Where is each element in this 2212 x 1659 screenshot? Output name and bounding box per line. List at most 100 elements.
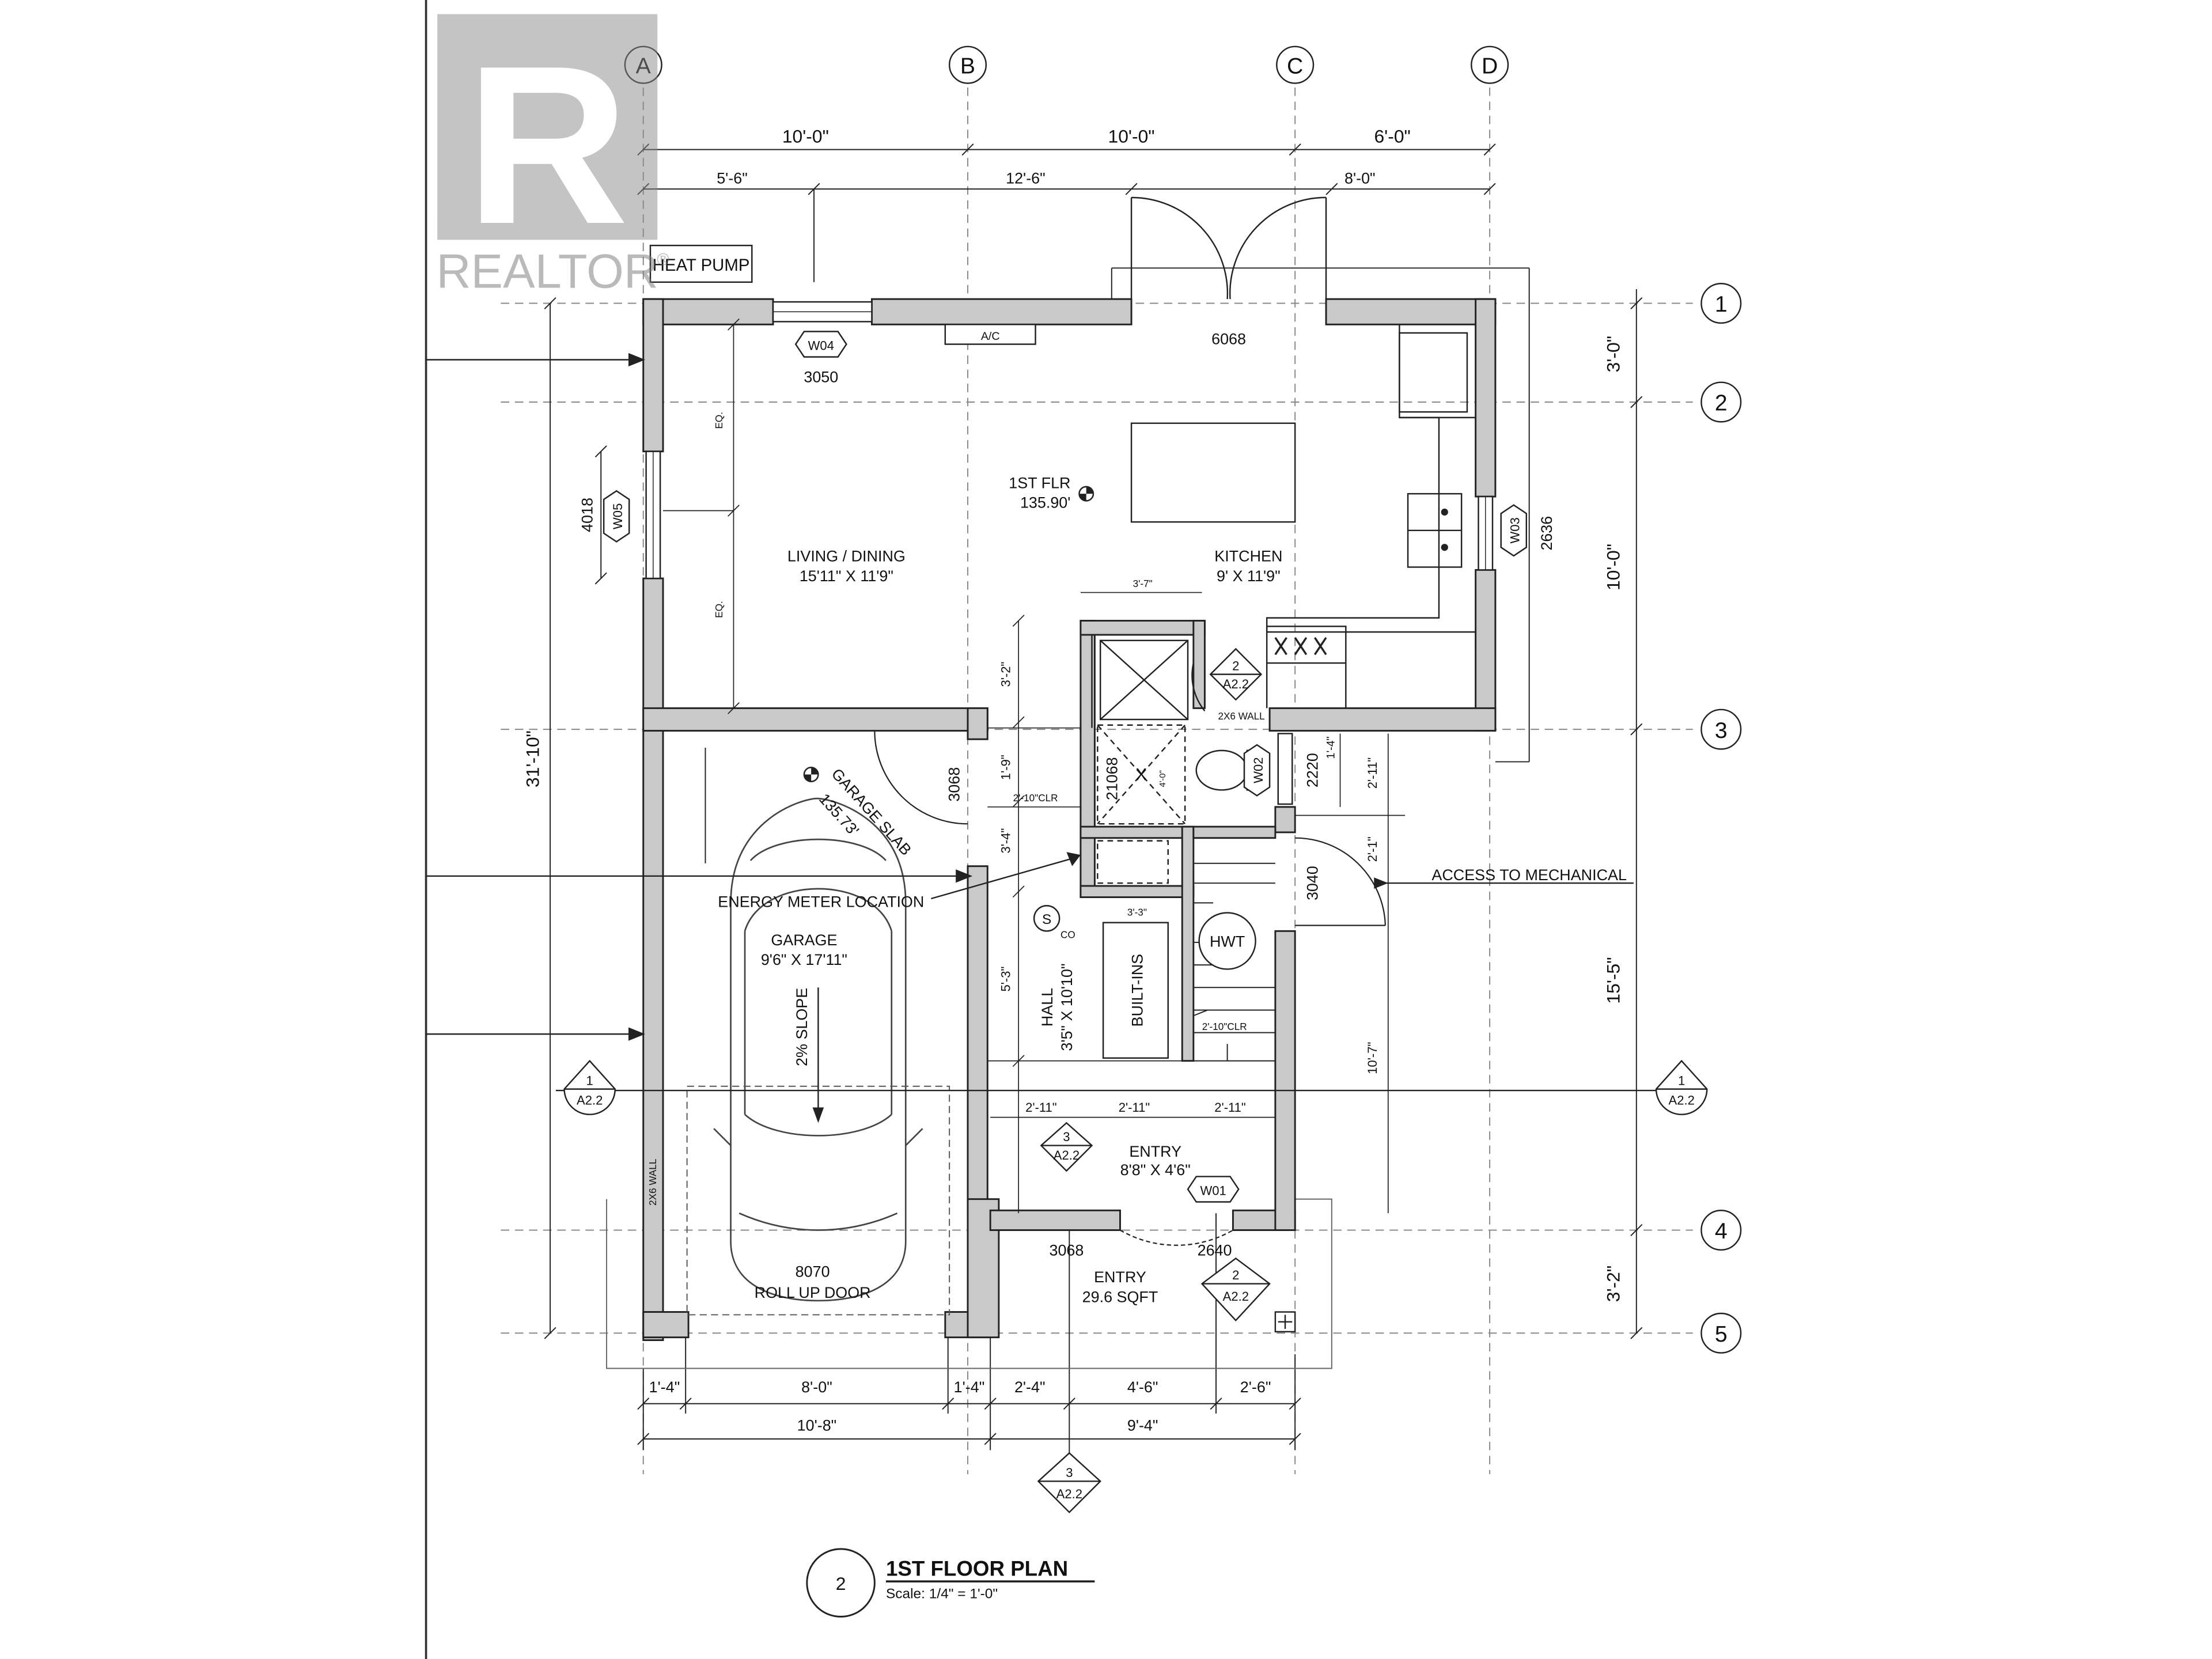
wall-mech-right: [1274, 806, 1296, 834]
realtor-registered-mark: ®: [657, 250, 669, 269]
w04-size: 3050: [804, 369, 838, 386]
ac-unit: [944, 324, 1036, 345]
section-2-top-num: 2: [1232, 658, 1239, 673]
dim-bottom-3: 1'-4": [954, 1378, 985, 1396]
entry-size: 8'8" X 4'6": [1120, 1161, 1191, 1179]
grid-label-4: 4: [1715, 1219, 1728, 1244]
dim-right-1: 3'-0": [1603, 336, 1623, 372]
wall-right-lower: [1475, 569, 1497, 732]
title-block: 2 1ST FLOOR PLAN Scale: 1/4" = 1'-0": [806, 1548, 1095, 1618]
section-tag-3-mid: 3 A2.2: [1040, 1122, 1093, 1172]
interior-dim-lines: [663, 318, 1406, 1214]
w01-text: W01: [1200, 1183, 1226, 1198]
grid-label-b: B: [960, 54, 975, 78]
living-dining-label: LIVING / DINING: [787, 548, 906, 565]
access-mech-label: ACCESS TO MECHANICAL: [1431, 866, 1627, 884]
kitchen-counter: [1266, 324, 1476, 633]
section-1-left-num: 1: [586, 1073, 593, 1088]
wall-left-upper: [642, 298, 664, 453]
wall-stair-left: [1181, 825, 1195, 1062]
wall-living-garage: [642, 707, 988, 732]
section-2-bottom-num: 2: [1232, 1268, 1239, 1282]
grid-bubble-2: 2: [1700, 381, 1742, 423]
w04-text: W04: [808, 338, 834, 353]
slope-arrowhead: [812, 1107, 824, 1123]
elevation-marker-1st-floor: [1078, 486, 1094, 502]
dim-3-2: 3'-2": [998, 662, 1013, 687]
dim-top-2: 10'-0": [1108, 126, 1155, 146]
heat-pump-box: [649, 244, 753, 283]
roll-up-label: ROLL UP DOOR: [755, 1284, 871, 1301]
top-door-size: 6068: [1211, 331, 1246, 348]
dim-bottom-6: 2'-6": [1240, 1378, 1271, 1396]
wall-bath-bottom: [1080, 885, 1195, 899]
fridge: [1399, 332, 1468, 413]
title-text: 1ST FLOOR PLAN: [886, 1557, 1068, 1581]
w03-text: W03: [1508, 517, 1522, 543]
grid-label-2: 2: [1715, 391, 1728, 416]
stove-burners: [1274, 637, 1327, 656]
smoke-label: S: [1042, 912, 1051, 927]
dimension-lines-left: [544, 297, 607, 1339]
grid-lines: [501, 87, 1693, 1475]
hwt-tank: [1198, 912, 1256, 970]
w02-size: 2220: [1304, 753, 1321, 787]
section-tag-1-left: 1 A2.2: [563, 1059, 616, 1115]
section-tag-2-top: 2 A2.2: [1209, 647, 1263, 701]
hall-label: HALL: [1039, 988, 1056, 1027]
wall-mech-top: [1192, 825, 1277, 839]
dim-bottom-5: 4'-6": [1127, 1378, 1158, 1396]
door-swings: [874, 730, 1386, 1246]
dim-3-4: 3'-4": [998, 828, 1013, 854]
window-w02-opening: [1277, 733, 1293, 805]
grid-bubble-b: B: [948, 46, 987, 84]
grid-bubble-d: D: [1471, 46, 1509, 84]
eq-label-top: EQ.: [713, 412, 725, 429]
grid-label-5: 5: [1715, 1322, 1728, 1347]
wall-top-right: [1325, 298, 1497, 325]
mechanical-door-swing: [1295, 837, 1386, 926]
car-outline: [713, 797, 923, 1302]
wall-entry-right: [1274, 930, 1296, 1231]
toilet-bowl: [1195, 749, 1248, 791]
energy-meter-label: ENERGY METER LOCATION: [718, 893, 924, 911]
built-ins-cabinet: [1102, 922, 1169, 1059]
realtor-watermark: R REALTOR ®: [436, 14, 669, 298]
window-tag-w04: W04: [794, 331, 847, 358]
window-tag-w02: W02: [1243, 744, 1271, 797]
wall-bath-mid: [1080, 825, 1195, 839]
grid-bubble-5: 5: [1700, 1312, 1742, 1354]
wall-bath-top: [1080, 620, 1206, 636]
dim-left-w05: 4018: [579, 498, 596, 532]
stove: [1266, 626, 1347, 664]
dim-1-4: 1'-4": [1325, 736, 1338, 759]
wall-2x6-label-a: 2X6 WALL: [1218, 710, 1264, 722]
wall-left-middle: [642, 577, 664, 1341]
dim-bottom-7: 10'-8": [797, 1416, 837, 1434]
grid-bubble-1: 1: [1700, 283, 1742, 324]
french-doors-top: [1130, 196, 1327, 300]
wall-entry-bottom-l: [989, 1209, 1121, 1231]
section-2-bottom-sheet: A2.2: [1223, 1289, 1249, 1304]
dim-2-11-b: 2'-11": [1119, 1100, 1150, 1115]
mech-door-size: 3040: [1304, 866, 1321, 900]
grid-label-c: C: [1287, 54, 1303, 78]
pantry-door-size: 21068: [1104, 757, 1121, 800]
dim-top-5: 12'-6": [1006, 169, 1046, 187]
realtor-logo-letter: R: [466, 19, 629, 271]
wall-grid3-right: [1268, 707, 1497, 732]
dim-left-overall: 31'-10": [522, 730, 543, 787]
grid-bubble-3: 3: [1700, 709, 1742, 750]
entry-door2-size: 2640: [1198, 1242, 1232, 1259]
dim-2-11-c: 2'-11": [1214, 1100, 1246, 1115]
section-tag-1-right: 1 A2.2: [1655, 1059, 1708, 1115]
w05-text: W05: [611, 503, 625, 529]
walls: [642, 298, 1497, 1341]
dim-1-9: 1'-9": [998, 755, 1013, 780]
dim-bottom-4: 2'-4": [1014, 1378, 1046, 1396]
built-ins-label: BUILT-INS: [1129, 954, 1146, 1027]
kitchen-fixtures: [1130, 324, 1476, 709]
grid-label-d: D: [1482, 54, 1498, 78]
dim-3-7: 3'-7": [1133, 578, 1153, 589]
dim-bottom-8: 9'-4": [1127, 1416, 1158, 1434]
